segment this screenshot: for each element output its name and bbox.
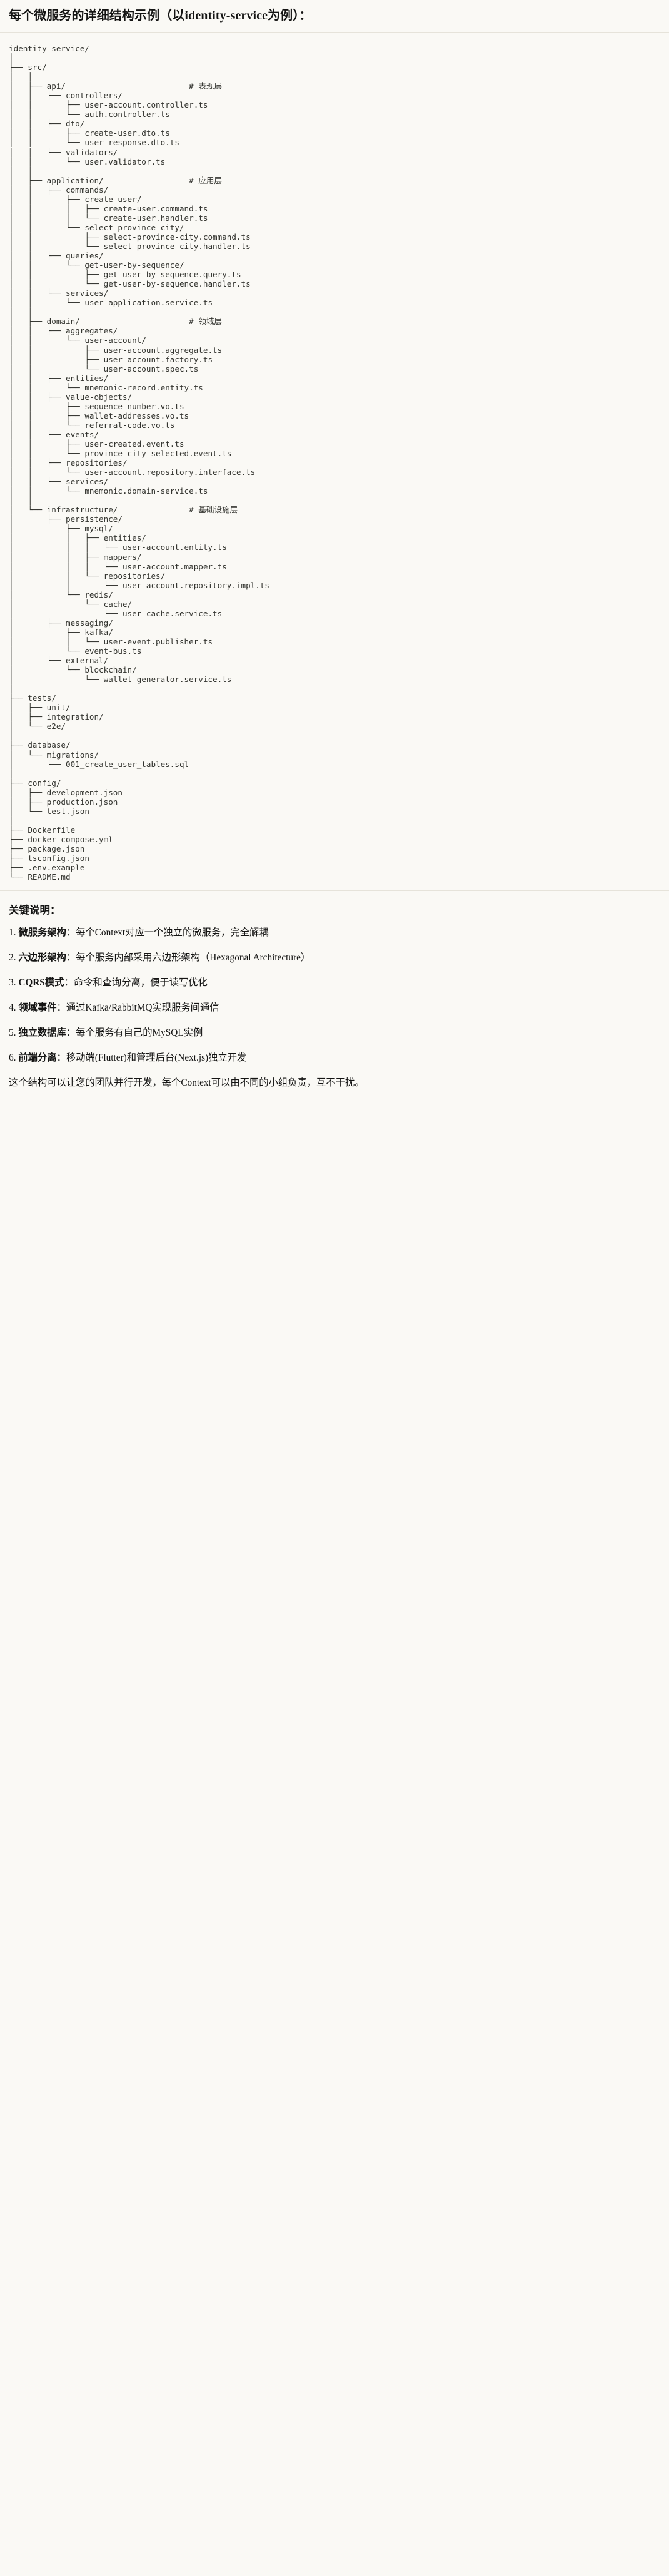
- key-point-term: 前端分离: [18, 1052, 57, 1064]
- tree-divider: [0, 890, 669, 892]
- key-point-separator: ：: [56, 1002, 66, 1014]
- key-point-separator: ：: [66, 927, 76, 939]
- list-item: 领域事件：通过Kafka/RabbitMQ实现服务间通信: [9, 1001, 660, 1014]
- key-point-separator: ：: [64, 977, 74, 989]
- key-point-separator: ：: [66, 952, 76, 964]
- directory-tree-block: identity-service/ │ ├── src/ │ │ │ ├── a…: [0, 33, 669, 891]
- key-point-separator: ：: [66, 1027, 76, 1039]
- list-item: CQRS模式：命令和查询分离，便于读写优化: [9, 976, 660, 989]
- document-page: 每个微服务的详细结构示例（以identity-service为例）： ident…: [0, 0, 669, 1101]
- key-point-desc: 命令和查询分离，便于读写优化: [73, 977, 208, 989]
- list-item: 前端分离：移动端(Flutter)和管理后台(Next.js)独立开发: [9, 1051, 660, 1064]
- key-point-term: 独立数据库: [18, 1027, 66, 1039]
- key-point-separator: ：: [56, 1052, 66, 1064]
- key-point-term: 六边形架构: [18, 952, 66, 964]
- directory-tree: identity-service/ │ ├── src/ │ │ │ ├── a…: [9, 44, 270, 882]
- key-point-desc: 每个服务有自己的MySQL实例: [76, 1027, 203, 1039]
- key-point-term: CQRS模式: [18, 977, 64, 989]
- key-points-heading: 关键说明：: [9, 904, 61, 917]
- key-point-term: 领域事件: [18, 1002, 57, 1014]
- title-divider: [0, 32, 669, 33]
- page-title: 每个微服务的详细结构示例（以identity-service为例）：: [9, 9, 312, 23]
- key-point-desc: 每个Context对应一个独立的微服务，完全解耦: [76, 927, 269, 939]
- key-points-section: 关键说明： 微服务架构：每个Context对应一个独立的微服务，完全解耦 六边形…: [0, 891, 669, 1101]
- key-points-list: 微服务架构：每个Context对应一个独立的微服务，完全解耦 六边形架构：每个服…: [9, 926, 660, 1064]
- closing-paragraph: 这个结构可以让您的团队并行开发，每个Context可以由不同的小组负责，互不干扰…: [9, 1077, 365, 1089]
- key-point-desc: 移动端(Flutter)和管理后台(Next.js)独立开发: [66, 1052, 247, 1064]
- key-point-desc: 通过Kafka/RabbitMQ实现服务间通信: [66, 1002, 219, 1014]
- list-item: 微服务架构：每个Context对应一个独立的微服务，完全解耦: [9, 926, 660, 939]
- key-point-term: 微服务架构: [18, 927, 66, 939]
- list-item: 六边形架构：每个服务内部采用六边形架构（Hexagonal Architectu…: [9, 951, 660, 964]
- list-item: 独立数据库：每个服务有自己的MySQL实例: [9, 1026, 660, 1039]
- key-point-desc: 每个服务内部采用六边形架构（Hexagonal Architecture）: [76, 952, 311, 964]
